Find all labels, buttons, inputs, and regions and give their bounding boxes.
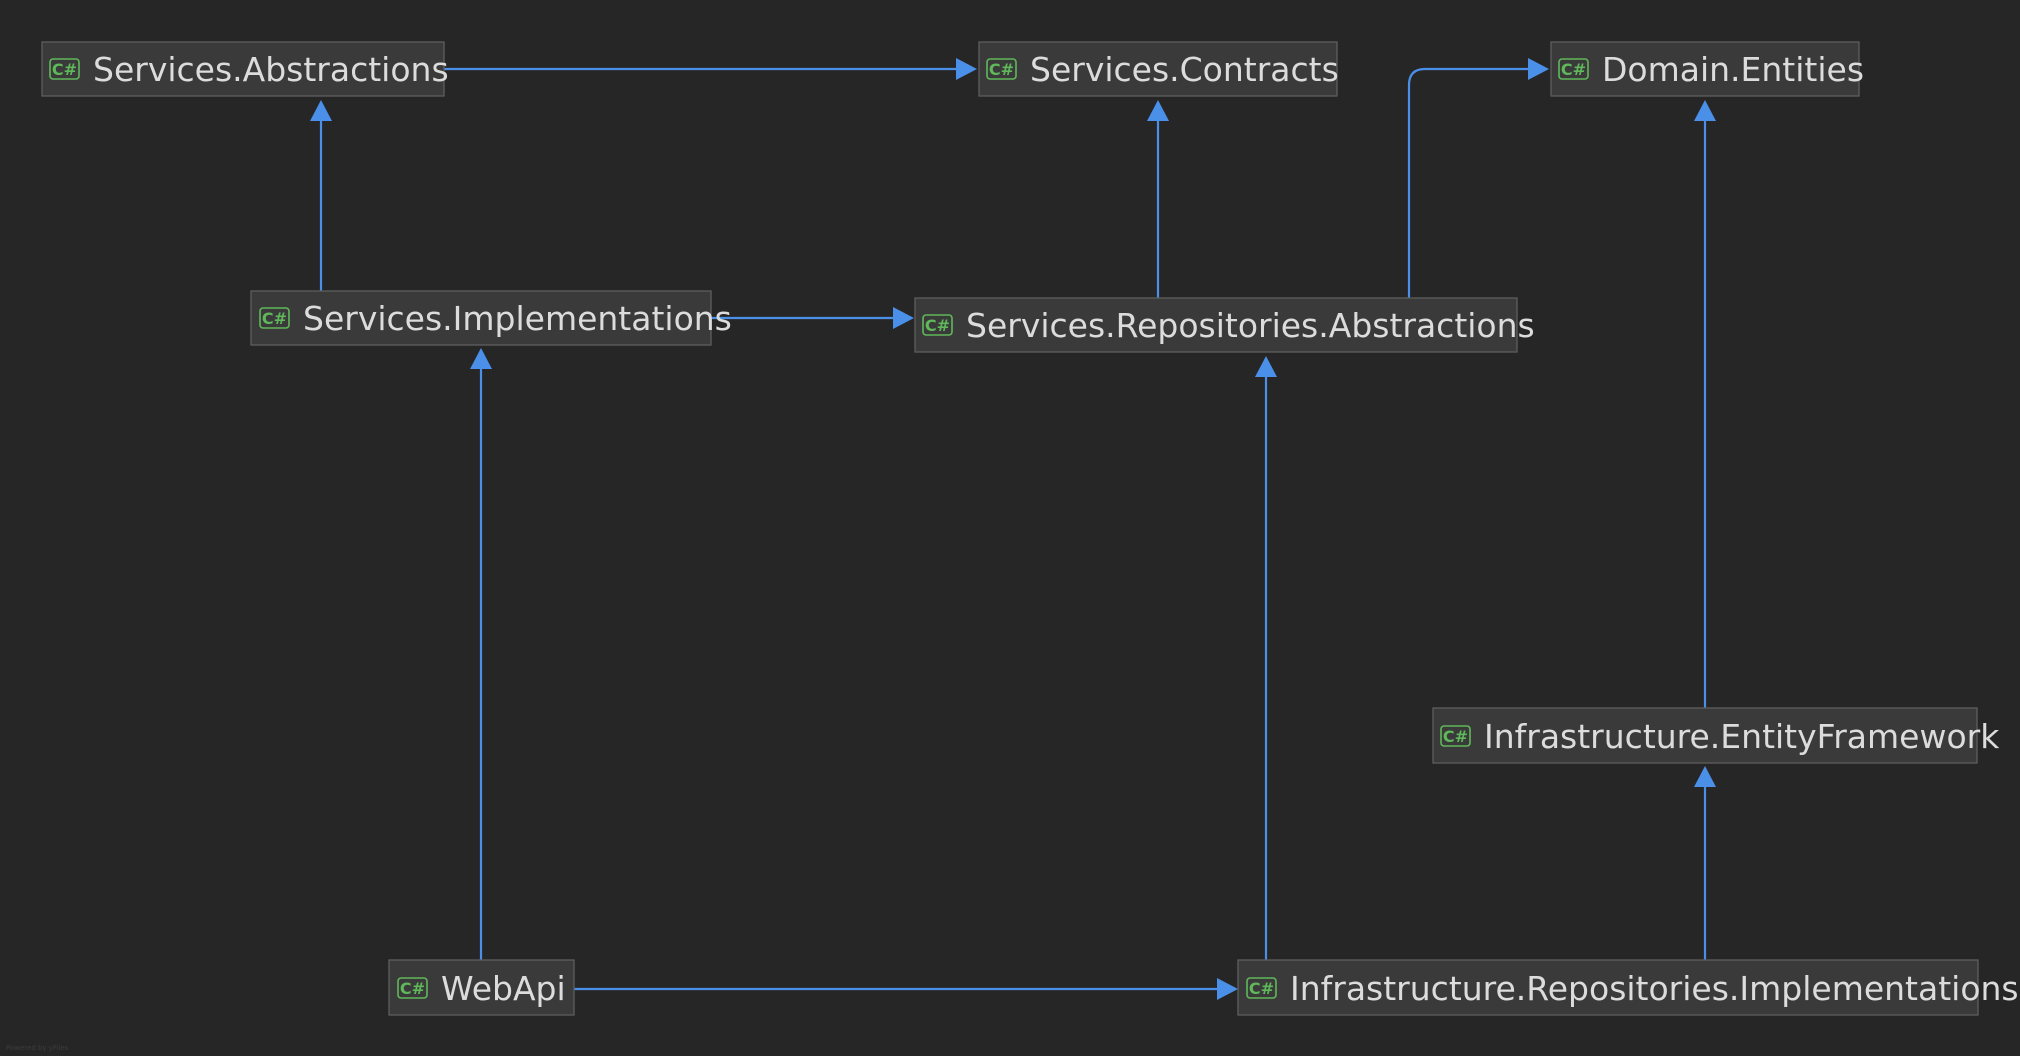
arrowhead-icon [1528,58,1549,80]
node-services-contracts[interactable]: C# Services.Contracts [978,41,1339,97]
csharp-project-icon: C# [49,58,80,80]
edge-services-abstractions-to-services-contracts[interactable] [444,58,977,80]
node-label: WebApi [441,969,566,1008]
csharp-project-icon: C# [1440,725,1471,747]
svg-text:C#: C# [262,309,287,328]
arrowhead-icon [1694,100,1716,121]
csharp-project-icon: C# [1246,977,1277,999]
arrowhead-icon [1147,100,1169,121]
arrowhead-icon [310,100,332,121]
csharp-project-icon: C# [922,314,953,336]
edge-services-repositories-abstractions-to-services-contracts[interactable] [1147,100,1169,298]
node-label: Services.Implementations [303,299,732,338]
csharp-project-icon: C# [1558,58,1589,80]
svg-text:C#: C# [989,60,1014,79]
edges [310,58,1716,1000]
node-services-implementations[interactable]: C# Services.Implementations [250,290,732,346]
edge-services-implementations-to-services-repositories-abstractions[interactable] [711,307,914,329]
node-services-repositories-abstractions[interactable]: C# Services.Repositories.Abstractions [914,297,1535,353]
nodes: C# Services.Abstractions C# Services.Con… [41,41,2019,1016]
svg-text:C#: C# [1249,979,1274,998]
node-domain-entities[interactable]: C# Domain.Entities [1550,41,1864,97]
node-services-abstractions[interactable]: C# Services.Abstractions [41,41,449,97]
node-webapi[interactable]: C# WebApi [388,959,575,1016]
node-infrastructure-repositories-implementations[interactable]: C# Infrastructure.Repositories.Implement… [1237,959,2019,1016]
svg-text:C#: C# [52,60,77,79]
svg-text:C#: C# [400,979,425,998]
svg-text:C#: C# [925,316,950,335]
edge-webapi-to-infrastructure-repositories-implementations[interactable] [574,978,1238,1000]
arrowhead-icon [956,58,977,80]
node-label: Infrastructure.EntityFramework [1484,717,2000,756]
csharp-project-icon: C# [986,58,1017,80]
arrowhead-icon [470,348,492,369]
csharp-project-icon: C# [397,977,428,999]
arrowhead-icon [893,307,914,329]
svg-text:C#: C# [1561,60,1586,79]
node-label: Infrastructure.Repositories.Implementati… [1290,969,2019,1008]
arrowhead-icon [1255,356,1277,377]
node-label: Services.Abstractions [93,50,449,89]
edge-infrastructure-repositories-implementations-to-services-repositories-abstractions[interactable] [1255,356,1277,960]
edge-services-repositories-abstractions-to-domain-entities[interactable] [1407,58,1549,298]
arrowhead-icon [1217,978,1238,1000]
node-label: Services.Repositories.Abstractions [966,306,1535,345]
node-infrastructure-entityframework[interactable]: C# Infrastructure.EntityFramework [1432,707,2000,764]
powered-by-note: Powered by yFiles [6,1044,69,1052]
edge-infrastructure-repositories-implementations-to-infrastructure-entityframework[interactable] [1694,766,1716,960]
node-label: Domain.Entities [1602,50,1864,89]
arrowhead-icon [1694,766,1716,787]
svg-text:C#: C# [1443,727,1468,746]
node-label: Services.Contracts [1030,50,1339,89]
edge-webapi-to-services-implementations[interactable] [470,348,492,960]
edge-services-implementations-to-services-abstractions[interactable] [310,100,332,291]
edge-infrastructure-entityframework-to-domain-entities[interactable] [1694,100,1716,708]
csharp-project-icon: C# [259,307,290,329]
